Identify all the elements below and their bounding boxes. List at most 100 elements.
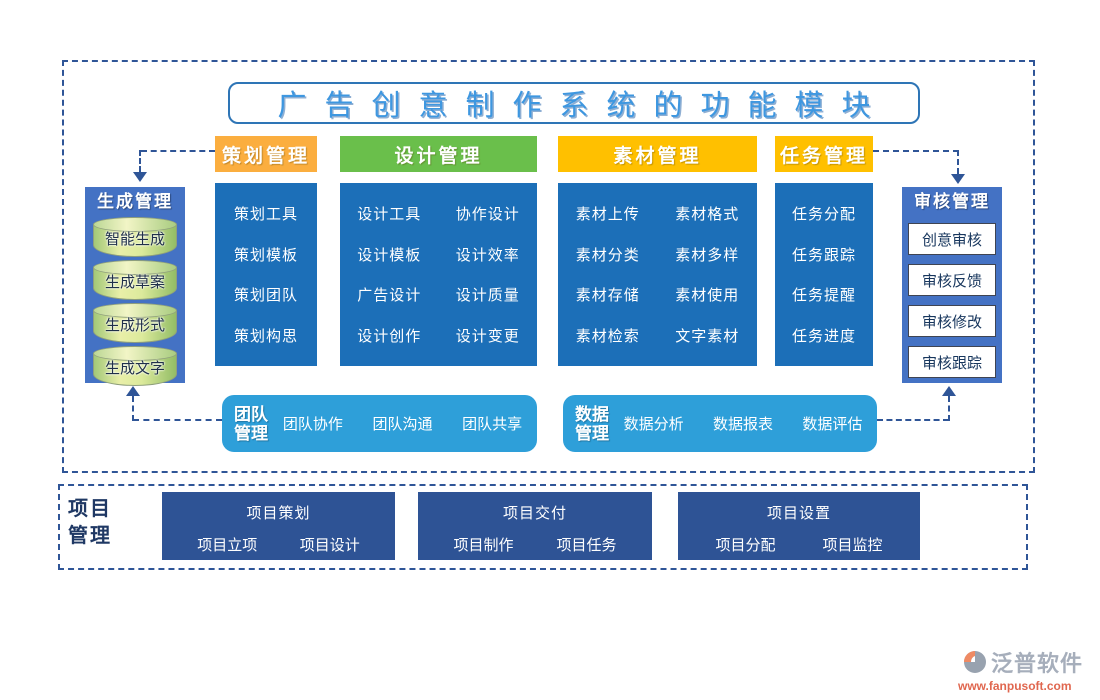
generation-item: 智能生成: [104, 231, 165, 248]
material-item: 素材上传: [575, 205, 640, 223]
generation-item: 生成文字: [104, 360, 165, 377]
project-group-items: 项目制作 项目任务: [418, 534, 652, 555]
task-column: 任务分配 任务跟踪 任务提醒 任务进度: [775, 183, 873, 366]
material-column: 素材上传 素材格式 素材分类 素材多样 素材存储 素材使用 素材检索 文字素材: [558, 183, 757, 366]
team-item: 团队共享: [462, 416, 523, 433]
material-item: 素材存储: [575, 287, 640, 305]
material-item: 文字素材: [675, 328, 740, 346]
planning-column: 策划工具 策划模板 策划团队 策划构思: [215, 183, 317, 366]
team-label-line2: 管理: [234, 423, 268, 443]
project-management-label: 项目 管理: [68, 496, 112, 550]
design-item: 设计工具: [357, 205, 422, 223]
connector-task-to-review: [873, 150, 959, 152]
fanpu-logo-icon: [964, 651, 986, 673]
task-item: 任务进度: [791, 328, 856, 346]
team-item: 团队协作: [282, 416, 343, 433]
generation-item: 生成形式: [104, 317, 165, 334]
project-item: 项目设计: [299, 537, 360, 554]
connector-data-to-review: [948, 396, 950, 421]
team-row-label: 团队 管理: [234, 405, 268, 443]
material-item: 素材检索: [575, 328, 640, 346]
connector-task-to-review: [957, 150, 959, 174]
watermark-brand: 泛普软件: [991, 651, 1084, 676]
database-cylinder-icon: 智能生成: [93, 217, 177, 257]
arrow-up-icon: [942, 386, 956, 396]
arrow-down-icon: [951, 174, 965, 184]
task-item: 任务跟踪: [791, 246, 856, 264]
data-management-row: 数据 管理 数据分析 数据报表 数据评估: [563, 395, 877, 452]
project-group-title: 项目交付: [502, 505, 567, 522]
planning-item: 策划构思: [233, 328, 298, 346]
data-label-line2: 管理: [575, 423, 609, 443]
arrow-down-icon: [133, 172, 147, 182]
team-row-items: 团队协作 团队沟通 团队共享: [268, 413, 537, 434]
data-label-line1: 数据: [575, 404, 609, 424]
data-row-label: 数据 管理: [575, 405, 609, 443]
project-group-planning: 项目策划 项目立项 项目设计: [162, 492, 395, 560]
design-item: 设计质量: [455, 287, 520, 305]
data-item: 数据分析: [623, 416, 684, 433]
material-item: 素材使用: [675, 287, 740, 305]
project-group-title: 项目设置: [766, 505, 831, 522]
main-dashed-frame: [62, 60, 1035, 473]
review-sidebar: 审核管理 创意审核 审核反馈 审核修改 审核跟踪: [902, 187, 1002, 383]
header-planning: 策划管理: [215, 136, 317, 172]
design-item: 协作设计: [455, 205, 520, 223]
review-item-box: 审核跟踪: [908, 346, 996, 378]
header-task: 任务管理: [775, 136, 873, 172]
database-cylinder-icon: 生成草案: [93, 260, 177, 300]
database-cylinder-icon: 生成形式: [93, 303, 177, 343]
project-group-settings: 项目设置 项目分配 项目监控: [678, 492, 920, 560]
connector-data-to-review: [877, 419, 949, 421]
connector-planning-to-generation: [141, 150, 215, 152]
project-item: 项目立项: [197, 537, 258, 554]
team-label-line1: 团队: [234, 404, 268, 424]
header-material: 素材管理: [558, 136, 757, 172]
data-item: 数据报表: [712, 416, 773, 433]
connector-team-to-generation: [132, 396, 134, 421]
design-item: 设计变更: [455, 328, 520, 346]
design-column: 设计工具 协作设计 设计模板 设计效率 广告设计 设计质量 设计创作 设计变更: [340, 183, 537, 366]
arrow-up-icon: [126, 386, 140, 396]
project-item: 项目制作: [453, 537, 514, 554]
design-item: 设计模板: [357, 246, 422, 264]
project-group-items: 项目立项 项目设计: [162, 534, 395, 555]
planning-item: 策划工具: [233, 205, 298, 223]
generation-item: 生成草案: [104, 274, 165, 291]
watermark-url: www.fanpusoft.com: [958, 679, 1072, 693]
project-item: 项目分配: [715, 537, 776, 554]
material-item: 素材多样: [675, 246, 740, 264]
task-item: 任务提醒: [791, 287, 856, 305]
team-item: 团队沟通: [372, 416, 433, 433]
project-item: 项目监控: [822, 537, 883, 554]
data-row-items: 数据分析 数据报表 数据评估: [609, 413, 877, 434]
review-item-box: 审核反馈: [908, 264, 996, 296]
review-title: 审核管理: [914, 192, 990, 211]
planning-item: 策划团队: [233, 287, 298, 305]
review-item-box: 创意审核: [908, 223, 996, 255]
project-label-line1: 项目: [68, 498, 112, 520]
database-cylinder-icon: 生成文字: [93, 346, 177, 386]
project-group-items: 项目分配 项目监控: [678, 534, 920, 555]
planning-item: 策划模板: [233, 246, 298, 264]
design-item: 设计效率: [455, 246, 520, 264]
material-item: 素材分类: [575, 246, 640, 264]
project-group-delivery: 项目交付 项目制作 项目任务: [418, 492, 652, 560]
connector-planning-to-generation: [139, 150, 141, 172]
data-item: 数据评估: [802, 416, 863, 433]
project-label-line2: 管理: [68, 525, 112, 547]
header-design: 设计管理: [340, 136, 537, 172]
connector-team-to-generation: [133, 419, 222, 421]
design-item: 设计创作: [357, 328, 422, 346]
page-title: 广告创意制作系统的功能模块: [228, 82, 920, 124]
generation-title: 生成管理: [97, 192, 173, 211]
generation-sidebar: 生成管理 智能生成 生成草案 生成形式 生成文字: [85, 187, 185, 386]
design-item: 广告设计: [357, 287, 422, 305]
task-item: 任务分配: [791, 205, 856, 223]
material-item: 素材格式: [675, 205, 740, 223]
review-item-box: 审核修改: [908, 305, 996, 337]
watermark: 泛普软件 www.fanpusoft.com: [958, 646, 1084, 693]
project-dashed-frame: [58, 484, 1028, 570]
project-item: 项目任务: [556, 537, 617, 554]
